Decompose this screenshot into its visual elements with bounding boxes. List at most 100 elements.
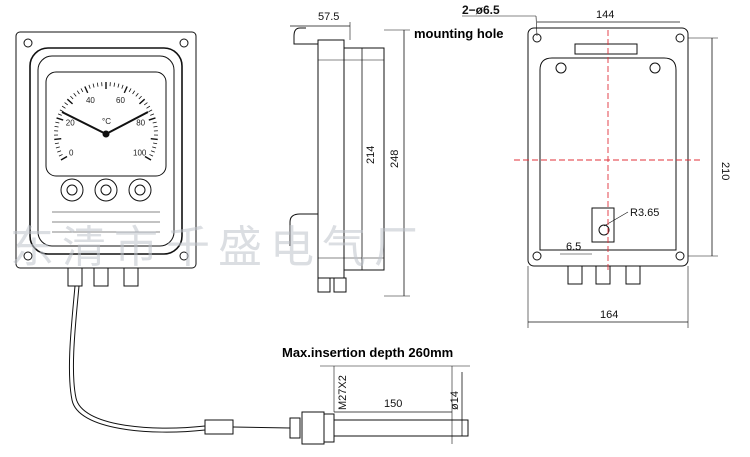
rear-bracket	[591, 207, 615, 243]
dim-text-150: 150	[384, 398, 402, 410]
dial-tick-label: 20	[66, 119, 75, 128]
front-housing	[29, 47, 183, 255]
setting-knob-3-center	[134, 184, 146, 196]
dial-tick	[57, 113, 62, 116]
dial-tick	[66, 98, 74, 105]
side-housing-body	[343, 47, 385, 271]
rear-bracket-hole	[598, 224, 610, 236]
side-gland-2	[333, 277, 347, 293]
rear-hole-top-right	[675, 33, 685, 43]
setting-knob-2-center	[100, 184, 112, 196]
setting-knob-1-center	[66, 184, 78, 196]
rear-gland-3	[625, 265, 641, 285]
dial-tick	[55, 121, 60, 124]
pointer-hub	[102, 130, 110, 138]
rear-boss-left	[555, 62, 567, 74]
probe-thread-section	[323, 413, 335, 443]
setting-knob-1	[60, 178, 84, 202]
dial-unit: °C	[102, 117, 111, 126]
dial-tick	[135, 92, 139, 97]
front-view	[15, 31, 291, 435]
side-bracket-bottom	[289, 213, 318, 246]
dial-tick	[80, 88, 84, 93]
dial-tick	[123, 86, 128, 94]
side-bracket-top	[293, 27, 318, 45]
dial-tick	[113, 82, 116, 87]
dial-tick	[148, 109, 153, 113]
dial-tick-label: 80	[136, 119, 145, 128]
dial-tick	[92, 83, 95, 88]
mounting-hole-bottom-left	[23, 251, 33, 261]
dial-tick	[121, 84, 124, 89]
dial-tick	[138, 95, 142, 100]
rear-hole-bottom-left	[532, 251, 542, 261]
dim-text-164: 164	[600, 309, 618, 321]
dial-tick	[88, 84, 91, 89]
capillary-tube-outer	[72, 285, 206, 429]
dial-tick	[132, 90, 136, 95]
dim-text-radius: R3.65	[630, 207, 659, 219]
capillary-sleeve	[204, 419, 234, 435]
mounting-hole-top-right	[179, 38, 189, 48]
rear-hole-bottom-right	[675, 251, 685, 261]
pointer-left	[61, 111, 107, 135]
dial-tick	[143, 102, 148, 106]
dial-tick-label: 0	[69, 149, 74, 158]
dim-text-dia: ø14	[449, 391, 461, 410]
dial-tick	[54, 138, 62, 141]
rear-slot	[574, 43, 638, 55]
rear-gland-1	[567, 265, 583, 285]
rear-view	[462, 15, 718, 328]
dial-tick	[60, 155, 68, 161]
dial-tick	[138, 98, 146, 105]
dim-text-214: 214	[365, 146, 377, 164]
probe-view	[289, 365, 470, 445]
dial-tick	[61, 105, 66, 109]
label-max-insertion: Max.insertion depth 260mm	[282, 345, 453, 360]
setting-knob-2	[94, 178, 118, 202]
dial-tick	[150, 150, 155, 153]
dial-tick	[84, 86, 89, 94]
pointer-right	[105, 111, 149, 135]
dial-tick-label: 60	[116, 96, 125, 105]
front-gland-2	[93, 267, 109, 287]
dial-tick	[150, 113, 155, 116]
dim-text-210: 210	[719, 162, 731, 180]
dial-window	[45, 71, 167, 177]
dial-tick	[54, 142, 59, 145]
front-bezel	[37, 55, 175, 247]
dial-tick	[56, 117, 64, 121]
dial-tick	[117, 83, 120, 88]
dial-scale	[54, 82, 158, 161]
dial-tick	[128, 88, 132, 93]
setting-knob-3	[128, 178, 152, 202]
probe-fitting	[301, 411, 325, 445]
label-mounting-hole: mounting hole	[414, 26, 504, 41]
side-gland-1	[317, 277, 331, 293]
dial-tick-label: 40	[86, 96, 95, 105]
dim-text-144: 144	[596, 9, 614, 21]
dial-tick	[150, 138, 158, 141]
side-view	[289, 22, 410, 297]
dim-text-6-5: 6.5	[566, 241, 581, 253]
dial-tick	[76, 90, 80, 95]
dial-tick	[96, 82, 99, 87]
mounting-hole-top-left	[23, 38, 33, 48]
rear-gland-2	[595, 265, 611, 285]
dial-tick	[152, 146, 157, 149]
capillary-end	[232, 426, 291, 429]
mounting-hole-bottom-right	[179, 251, 189, 261]
rear-boss-right	[649, 62, 661, 74]
rear-housing	[539, 57, 677, 251]
dial-tick	[146, 105, 151, 109]
dial-tick	[57, 150, 62, 153]
probe-nut-1	[289, 417, 301, 439]
dial-tick	[153, 126, 158, 128]
dial-tick	[54, 126, 59, 128]
dial-tick	[73, 92, 77, 97]
leader-hole-vertical	[535, 15, 538, 37]
dial-tick	[64, 102, 69, 106]
dim-text-thread: M27X2	[337, 375, 349, 410]
